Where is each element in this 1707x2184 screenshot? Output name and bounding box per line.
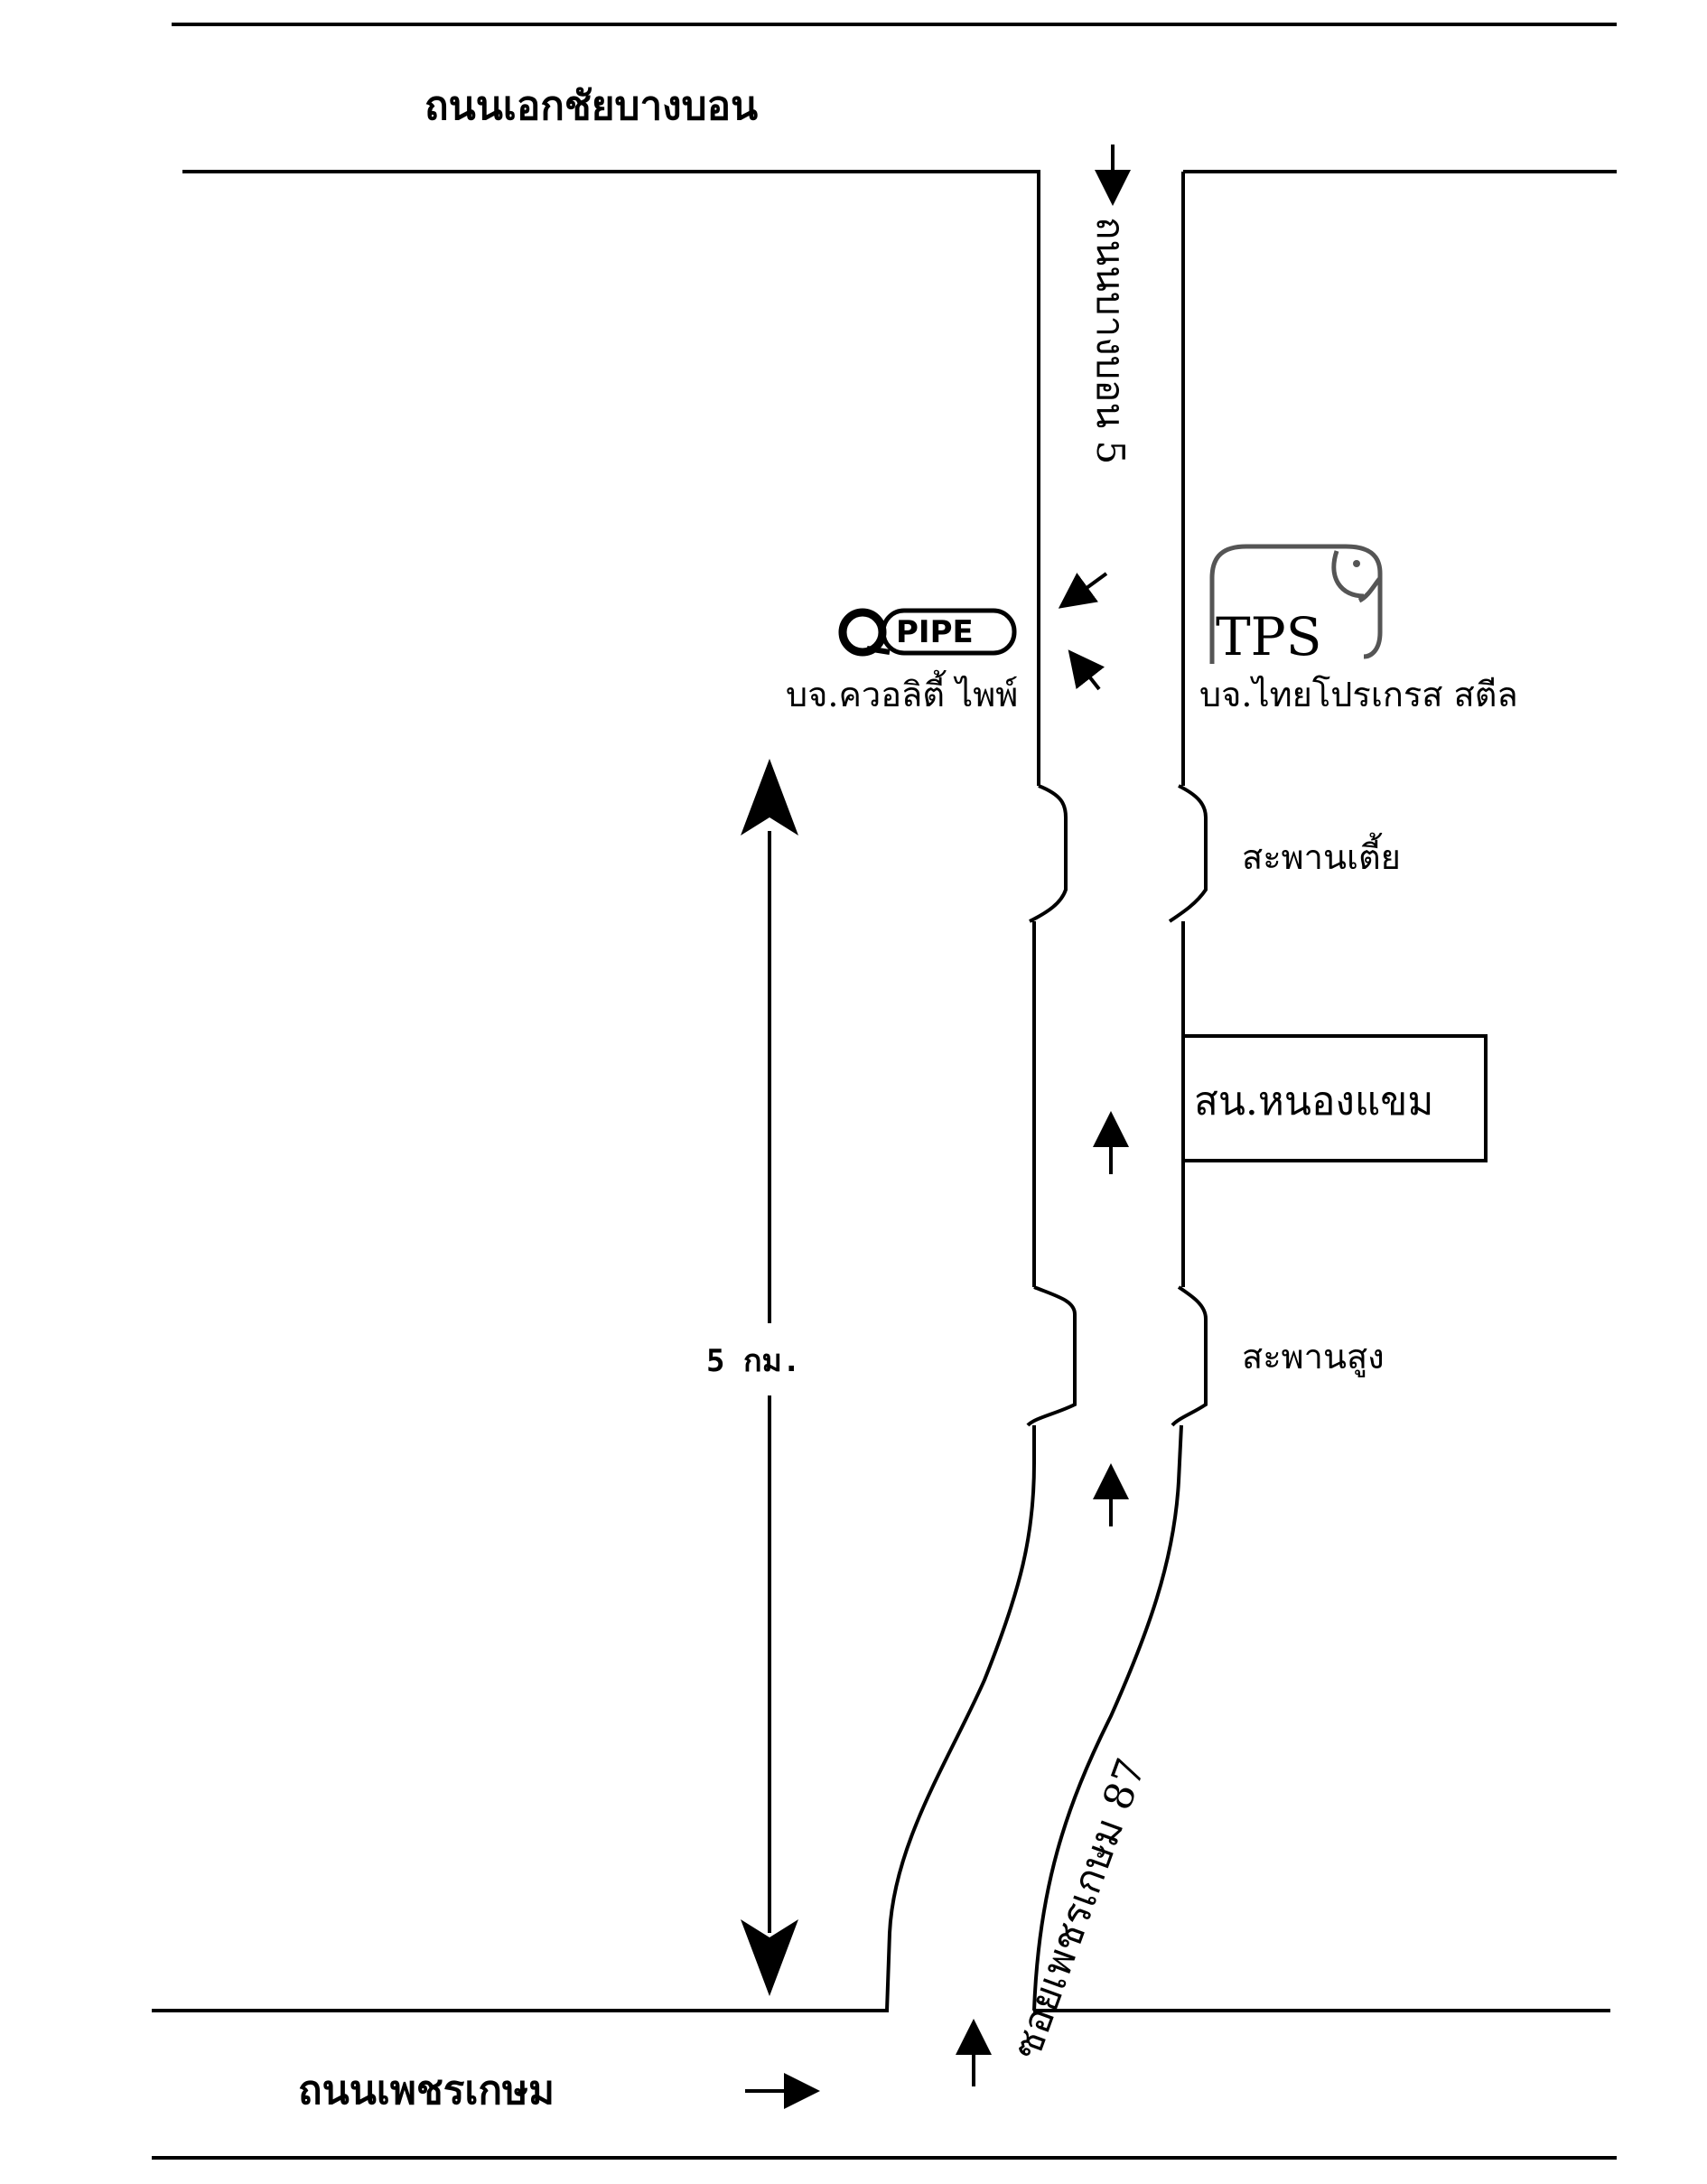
upper-street-label: ถนนบางบอน 5 (1088, 217, 1133, 465)
distance-arrow-down (741, 1919, 798, 1996)
arrow-to-tps (1058, 572, 1108, 609)
distance-arrow-up (741, 759, 798, 835)
tps-logo-text: TPS (1216, 606, 1322, 667)
arrow-to-pipe (1068, 649, 1105, 691)
bottom-road-label: ถนนเพชรเกษม (298, 2067, 555, 2114)
high-bridge-label: สะพานสูง (1242, 1337, 1385, 1377)
school-box (1181, 1034, 1488, 1162)
tps-label: บจ.ไทยโปรเกรส สตีล (1199, 675, 1518, 714)
quality-pipe-logo-text: PIPE (896, 614, 974, 650)
low-bridge-label: สะพานเตี้ย (1242, 837, 1401, 877)
quality-pipe-label: บจ.ควอลิตี้ ไพพ์ (786, 675, 1019, 714)
side-street-left-edge (885, 172, 1077, 2011)
quality-pipe-logo (838, 608, 1017, 657)
top-road-label: ถนนเอกชัยบางบอน (424, 83, 759, 129)
tps-elephant-logo (1209, 544, 1383, 664)
school-label: สน.หนองแขม (1194, 1078, 1434, 1125)
distance-label: 5 กม. (706, 1343, 801, 1379)
